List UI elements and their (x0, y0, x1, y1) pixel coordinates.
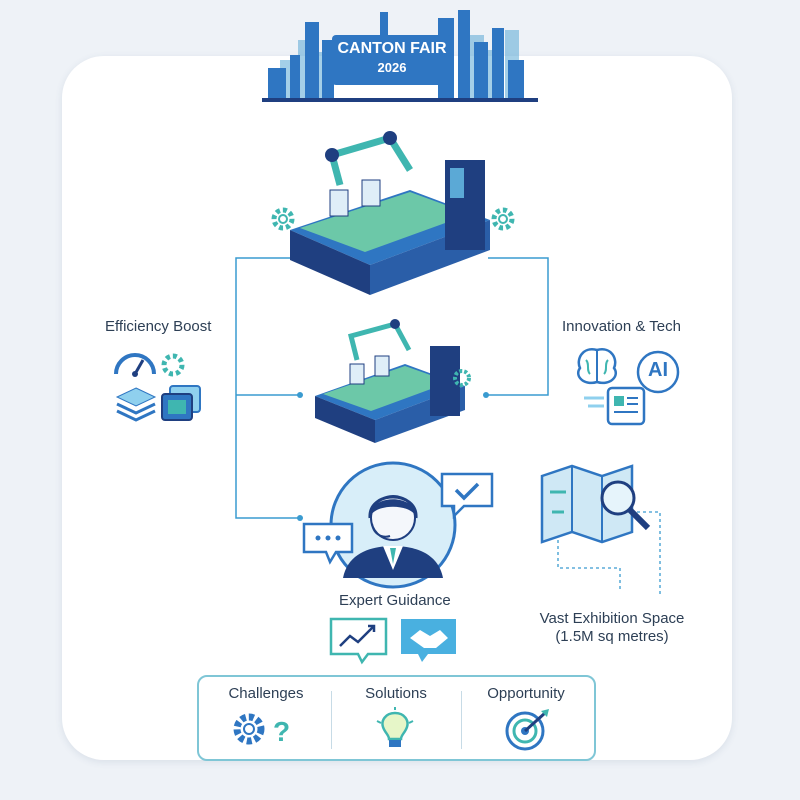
gear-icon-small (453, 369, 471, 387)
speedometer-icon (114, 353, 156, 377)
gear-icon-efficiency (161, 353, 185, 377)
banner-title: CANTON FAIR (337, 40, 447, 57)
divider (331, 691, 332, 749)
growth-chart-icon (329, 617, 388, 665)
factory-machine-large (290, 131, 490, 295)
checkmark-bubble-icon (440, 472, 494, 520)
tablet-icon (584, 386, 646, 426)
handshake-icon (401, 619, 456, 662)
svg-text:?: ? (273, 716, 290, 747)
expert-guidance-label: Expert Guidance (339, 592, 451, 609)
opportunity-label: Opportunity (487, 685, 565, 702)
ai-badge-text: AI (648, 359, 668, 381)
target-icon (505, 709, 549, 751)
gear-icon-right (491, 207, 515, 231)
challenges-label: Challenges (228, 685, 304, 702)
lightbulb-icon (376, 707, 414, 747)
chat-bubble-icon (302, 522, 354, 565)
efficiency-boost-label: Efficiency Boost (105, 318, 212, 335)
gear-question-icon: ? (233, 713, 290, 747)
factory-machine-small (315, 319, 465, 443)
layers-icon (115, 387, 157, 422)
brain-icon (577, 348, 617, 385)
map-icon (540, 464, 651, 544)
divider (461, 691, 462, 749)
exhibition-space-label: Vast Exhibition Space (539, 610, 685, 627)
innovation-tech-label: Innovation & Tech (562, 318, 681, 335)
gear-icon-left (271, 207, 295, 231)
solutions-label: Solutions (365, 685, 427, 702)
summary-box: Challenges Solutions Opportunity ? (197, 675, 596, 761)
stacked-cards-icon (161, 385, 201, 421)
banner-year: 2026 (377, 60, 407, 75)
ai-chip-icon (636, 350, 680, 394)
expert-avatar (329, 461, 457, 589)
exhibition-space-size: (1.5M sq metres) (555, 628, 669, 645)
city-skyline-illustration (262, 10, 538, 102)
